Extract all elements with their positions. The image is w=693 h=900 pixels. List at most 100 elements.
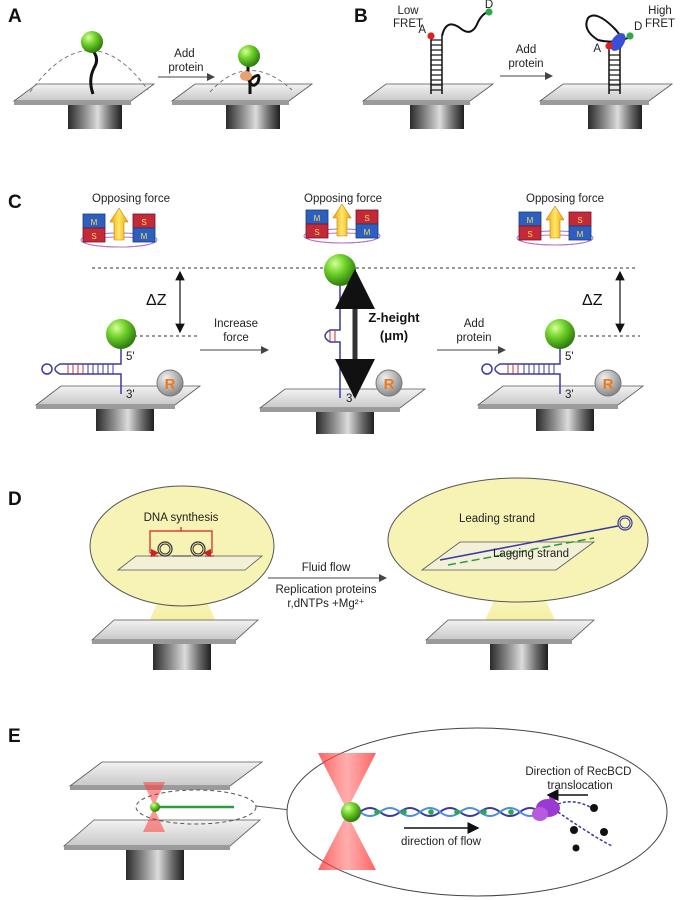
rolling-circle-inner — [619, 517, 631, 529]
microscope-stage-d2 — [424, 619, 596, 670]
microscope-stage-a1 — [12, 83, 156, 129]
bead-e-small — [150, 802, 160, 812]
magnet-pair-3: M S S M — [516, 205, 594, 246]
recbcd-complex — [532, 793, 613, 847]
svg-text:S: S — [314, 228, 319, 237]
label-dna-synthesis: DNA synthesis — [144, 512, 219, 524]
acceptor-dye-b1 — [427, 32, 435, 40]
label-leading-strand: Leading strand — [459, 513, 535, 525]
label-donor-b2: D — [634, 21, 642, 33]
label-replication-proteins: Replication proteins — [275, 584, 376, 596]
reference-bead-c1 — [156, 369, 184, 397]
label-r-c1: R — [165, 376, 176, 393]
label-3prime-c3: 3' — [565, 389, 574, 401]
label-opposing-force-2: Opposing force — [304, 193, 382, 205]
svg-text:M: M — [141, 232, 148, 241]
donor-dye-b2 — [626, 32, 634, 40]
zoom-region — [135, 789, 257, 825]
label-z-unit: (μm) — [380, 328, 408, 343]
zoom-connector — [255, 805, 291, 811]
microscope-stage-c2 — [258, 388, 427, 434]
label-z-height: Z-height — [368, 310, 420, 325]
label-donor-b1: D — [485, 0, 493, 11]
donor-dye-b1 — [485, 8, 493, 16]
dna-helix — [359, 807, 541, 817]
magnified-view-d1 — [89, 485, 275, 607]
svg-text:S: S — [364, 214, 369, 223]
label-5prime-c3: 5' — [565, 351, 574, 363]
label-acceptor-b2: A — [593, 43, 601, 55]
microscope-stage-a2 — [170, 83, 314, 129]
hairpin-c1 — [41, 349, 122, 394]
panel-e: Direction of RecBCD translocation direct… — [62, 727, 668, 897]
duplex-b1 — [430, 11, 489, 94]
panel-d: DNA synthesis Fluid flow Replication pro… — [89, 477, 649, 670]
dna-tether-a1 — [89, 48, 99, 95]
panel-label-b: B — [354, 6, 368, 27]
trap-cone-bottom — [318, 814, 376, 870]
label-add-protein-a: Add protein — [168, 48, 203, 74]
lagging-strand-line — [447, 537, 595, 566]
reference-bead-c3 — [594, 369, 622, 397]
svg-text:M: M — [364, 228, 371, 237]
surface-d2 — [420, 541, 596, 571]
protein-b2 — [610, 33, 626, 51]
extended-dna-c2 — [324, 286, 341, 398]
label-flow-direction: direction of flow — [401, 836, 482, 848]
label-lagging-strand: Lagging strand — [493, 548, 569, 560]
microscope-stage-b2 — [538, 83, 674, 129]
bead-e-large — [341, 802, 361, 822]
svg-text:S: S — [577, 216, 582, 225]
svg-text:M: M — [527, 216, 534, 225]
svg-text:M: M — [91, 218, 98, 227]
panel-label-a: A — [8, 6, 22, 27]
bead-c2 — [324, 254, 356, 286]
label-recbcd-direction: Direction of RecBCD translocation — [525, 766, 634, 792]
bead-a1 — [81, 31, 103, 53]
label-3prime-c2: 3' — [346, 393, 355, 405]
degradation-fragments — [570, 804, 608, 852]
svg-text:S: S — [527, 230, 532, 239]
label-3prime-c1: 3' — [126, 389, 135, 401]
panel-c: Opposing force Opposing force Opposing f… — [34, 193, 645, 434]
bead-c3 — [545, 319, 575, 349]
microscope-stage-b1 — [361, 83, 495, 129]
trap-cone-bottom-small — [143, 808, 165, 832]
label-acceptor-b1: A — [418, 24, 426, 36]
leading-strand-line — [439, 525, 619, 561]
duplex-b2 — [585, 14, 629, 94]
label-dntps: r,dNTPs +Mg²⁺ — [287, 598, 364, 610]
panel-label-c: C — [8, 192, 22, 213]
magnet-pair-1: M S S M — [80, 207, 158, 248]
panel-label-e: E — [8, 726, 21, 747]
reference-bead-c2 — [375, 369, 403, 397]
delta-z-label-3: ΔZ — [582, 292, 603, 309]
bead-a2 — [238, 45, 260, 67]
flow-cell-bottom — [62, 819, 262, 880]
label-opposing-force-3: Opposing force — [526, 193, 604, 205]
trap-cone-top — [318, 753, 376, 810]
magnified-view-d2 — [387, 477, 649, 603]
panel-a: Add protein — [12, 31, 314, 129]
svg-text:S: S — [91, 232, 96, 241]
svg-text:S: S — [141, 218, 146, 227]
label-r-c2: R — [384, 376, 395, 393]
dna-tether-looped-a2 — [246, 66, 261, 94]
surface-d1 — [116, 555, 264, 571]
label-fluid-flow: Fluid flow — [302, 562, 351, 574]
bead-c1 — [106, 319, 136, 349]
trap-cone-top-small — [143, 782, 165, 806]
range-arc-a1 — [29, 50, 149, 93]
acceptor-dye-b2 — [605, 42, 613, 50]
flow-cell-top — [68, 761, 264, 790]
rolling-circle-outer — [617, 515, 633, 531]
hairpin-c3 — [481, 349, 561, 394]
protein-a2 — [240, 71, 252, 81]
microscope-stage-d1 — [90, 619, 260, 670]
